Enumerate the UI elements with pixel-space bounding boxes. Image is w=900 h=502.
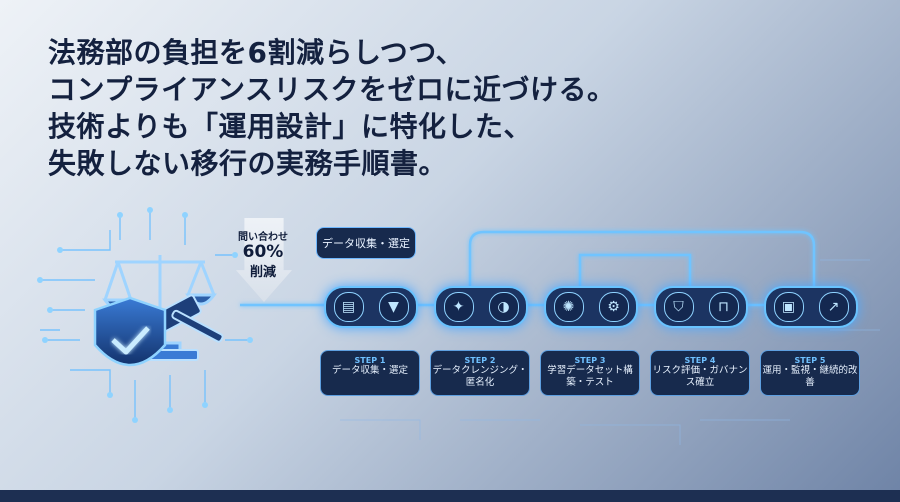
step-number: STEP 5 [794, 356, 826, 365]
step-label: 運用・監視・継続的改善 [762, 365, 858, 388]
badge-top-text: 問い合わせ [238, 232, 288, 243]
step-number: STEP 4 [684, 356, 716, 365]
bottom-bar [0, 490, 900, 502]
mask-icon: ◑ [488, 292, 519, 322]
gavel-icon [137, 294, 224, 361]
headline-line-3: 技術よりも「運用設計」に特化した、 [48, 110, 532, 143]
brain-icon: ✺ [553, 292, 584, 322]
shield-check-icon [93, 296, 167, 367]
monitor-icon: ▣ [773, 292, 804, 322]
circuit-lines-right [340, 259, 880, 445]
step3-node: ✺ ⚙ [544, 286, 638, 328]
badge-value: 60% [242, 242, 284, 262]
step4-node: ⛉ ⊓ [654, 286, 748, 328]
shield-icon: ⛉ [663, 292, 694, 322]
headline-line-2: コンプライアンスリスクをゼロに近づける。 [48, 73, 616, 106]
reduction-badge: 問い合わせ 60% 削減 [230, 228, 296, 280]
step1-box: STEP 1 データ収集・選定 [320, 350, 420, 396]
headline-line-1: 法務部の負担を6割減らしつつ、 [48, 36, 465, 69]
step4-box: STEP 4 リスク評価・ガバナンス確立 [650, 350, 750, 396]
step3-box: STEP 3 学習データセット構築・テスト [540, 350, 640, 396]
step5-node: ▣ ↗ [764, 286, 858, 328]
step-number: STEP 2 [464, 356, 496, 365]
step-number: STEP 3 [574, 356, 606, 365]
gear-icon: ⚙ [598, 292, 629, 322]
step1-node: ▤ ▼ [324, 286, 418, 328]
step-label: リスク評価・ガバナンス確立 [652, 365, 748, 388]
step2-box: STEP 2 データクレンジング・匿名化 [430, 350, 530, 396]
top-label-box: データ収集・選定 [316, 227, 416, 259]
flow-lines [240, 230, 816, 307]
circuit-dots-left [37, 207, 253, 423]
step-label: 学習データセット構築・テスト [547, 365, 633, 388]
step-number: STEP 1 [354, 356, 386, 365]
headline-line-4: 失敗しない移行の実務手順書。 [48, 147, 448, 180]
step5-box: STEP 5 運用・監視・継続的改善 [760, 350, 860, 396]
step-label: データ収集・選定 [331, 365, 408, 376]
growth-arrow-icon: ↗ [818, 292, 849, 322]
lock-icon: ⊓ [708, 292, 739, 322]
headline: 法務部の負担を6割減らしつつ、 コンプライアンスリスクをゼロに近づける。 技術よ… [48, 34, 615, 182]
circuit-lines-left [40, 210, 250, 420]
badge-bottom-text: 削減 [249, 265, 276, 280]
document-icon: ▤ [333, 292, 364, 322]
filter-icon: ▼ [378, 292, 409, 322]
cleaning-icon: ✦ [443, 292, 474, 322]
step2-node: ✦ ◑ [434, 286, 528, 328]
step-label: データクレンジング・匿名化 [432, 365, 528, 388]
